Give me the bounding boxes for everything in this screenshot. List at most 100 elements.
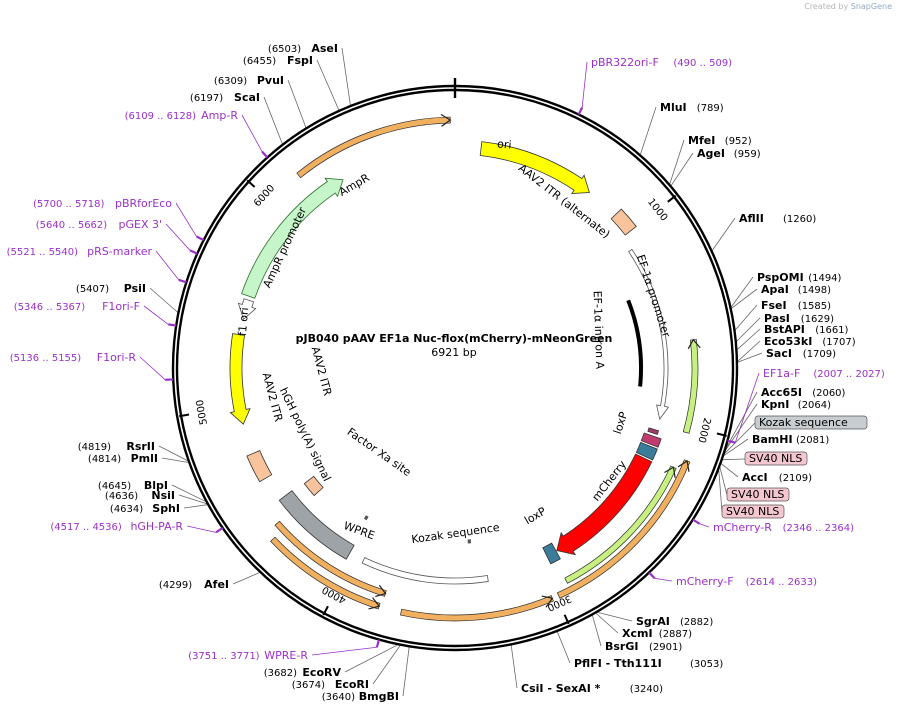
boxed-feature-label[interactable]: SV40 NLS <box>726 487 790 502</box>
restriction-site-sgrai[interactable]: SgrAI(2882) <box>636 615 713 628</box>
restriction-site-rsrii[interactable]: RsrII(4819) <box>78 440 155 453</box>
label-box <box>726 487 790 502</box>
box-text: SV40 NLS <box>731 488 784 501</box>
primer-mark <box>189 249 198 255</box>
site-name: ScaI <box>234 91 260 104</box>
site-leader-line <box>720 462 739 478</box>
loxp-2-label: loxP <box>522 505 548 528</box>
restriction-site-ecori[interactable]: EcoRI (3674) <box>292 678 369 691</box>
box-leader-line <box>723 422 756 456</box>
site-leader-line <box>178 494 209 505</box>
primer-mark <box>648 571 656 580</box>
ori-arrow <box>479 141 590 194</box>
primer-f1ori-f[interactable]: F1ori-F(5346 .. 5367) <box>14 300 140 313</box>
primer-mark <box>577 106 584 116</box>
boxed-feature-label[interactable]: SV40 NLS <box>721 504 785 519</box>
mcherry-arrow <box>556 453 653 556</box>
restriction-site-bsrgi[interactable]: BsrGI(2901) <box>605 640 682 653</box>
primer-pbr322ori-f[interactable]: pBR322ori-F(490 .. 509) <box>591 56 732 69</box>
restriction-site-afei[interactable]: AfeI(4299) <box>159 578 229 591</box>
restriction-site-pspomi[interactable]: PspOMI(1494) <box>757 271 842 284</box>
primer-prs-marker[interactable]: pRS-marker(5521 .. 5540) <box>7 245 153 258</box>
primer-f1ori-r[interactable]: F1ori-R(5136 .. 5155) <box>10 351 137 364</box>
site-leader-line <box>287 79 307 129</box>
restriction-site-bmgbi[interactable]: BmgBI(3640) <box>322 690 399 703</box>
restriction-site-pmli[interactable]: PmlI(4814) <box>88 452 158 465</box>
site-position: (5407) <box>76 284 109 295</box>
primer-mcherry-r[interactable]: mCherry-R(2346 .. 2364) <box>713 521 854 534</box>
site-leader-line <box>316 59 340 112</box>
restriction-site-fspi[interactable]: FspI(6455) <box>243 54 313 67</box>
primer-range: (6109 .. 6128) <box>125 111 197 122</box>
restriction-site-scai[interactable]: ScaI(6197) <box>190 91 260 104</box>
primer-range: (5640 .. 5662) <box>36 220 108 231</box>
primer-range: (5521 .. 5540) <box>7 247 79 258</box>
restriction-site-eco53ki[interactable]: Eco53kI(1707) <box>764 335 856 348</box>
restriction-site-fsei[interactable]: FseI(1585) <box>761 299 831 312</box>
primer-pbrforeco[interactable]: pBRforEco(5700 .. 5718) <box>33 197 172 210</box>
restriction-site-acc65i[interactable]: Acc65I(2060) <box>761 386 846 399</box>
hgh-polya-label: hGH poly(A) signal <box>277 385 334 483</box>
restriction-site-pasi[interactable]: PasI(1629) <box>764 312 834 325</box>
primer-mark <box>261 150 269 159</box>
restriction-site-apai[interactable]: ApaI(1498) <box>761 283 831 296</box>
restriction-site-ecorv[interactable]: EcoRV(3682) <box>264 666 342 679</box>
restriction-site-agei[interactable]: AgeI(959) <box>697 147 761 160</box>
label-box <box>721 504 785 519</box>
site-name: ApaI <box>761 283 789 296</box>
primer-range: (5700 .. 5718) <box>33 199 105 210</box>
restriction-site-aflii[interactable]: AflII(1260) <box>739 212 816 225</box>
primer-wpre-r[interactable]: WPRE-R(3751 .. 3771) <box>188 649 308 662</box>
map-labels: 100020003000400050006000AseI(6503)FspI(6… <box>7 42 885 703</box>
site-name: SphI <box>152 502 180 515</box>
restriction-site-sphi[interactable]: SphI (4634) <box>110 502 180 515</box>
restriction-site-xcmi[interactable]: XcmI(2887) <box>622 627 692 640</box>
restriction-site-bamhi[interactable]: BamHI(2081) <box>752 433 829 446</box>
restriction-site-bstapi[interactable]: BstAPI(1661) <box>764 323 849 336</box>
primer-range: (2346 .. 2364) <box>783 523 855 534</box>
loxp-2-box <box>542 542 561 565</box>
site-position: (4634) <box>110 504 143 515</box>
created-by-snapgene: Created by SnapGene <box>804 2 892 11</box>
boxed-feature-label[interactable]: SV40 NLS <box>744 451 808 466</box>
tick-label: 5000 <box>195 399 210 426</box>
restriction-site-pflfi-tth111i[interactable]: PflFI - Tth111I(3053) <box>574 657 723 670</box>
restriction-site-blpi[interactable]: BlpI(4645) <box>98 479 168 492</box>
primer-pgex-3-[interactable]: pGEX 3'(5640 .. 5662) <box>36 218 162 231</box>
restriction-site-csii-sexai-[interactable]: CsiI - SexAI *(3240) <box>521 682 663 695</box>
restriction-site-psii[interactable]: PsiI(5407) <box>76 282 146 295</box>
primer-name: F1ori-F <box>102 300 140 313</box>
site-name: EcoRI <box>335 678 369 691</box>
box-leader-line <box>721 458 746 461</box>
restriction-site-acci[interactable]: AccI(2109) <box>742 471 812 484</box>
site-leader-line <box>344 643 399 673</box>
primer-leader-line <box>241 114 263 152</box>
site-name: AccI <box>742 471 768 484</box>
primer-leader-line <box>139 356 166 381</box>
site-leader-line <box>722 438 749 457</box>
restriction-site-nsii[interactable]: NsiI(4636) <box>105 489 175 502</box>
sv40-nls-marker <box>640 432 662 448</box>
primer-mark <box>727 439 736 444</box>
primer-leader-line <box>175 202 197 237</box>
restriction-site-pvui[interactable]: PvuI(6309) <box>214 74 284 87</box>
mneon-upper-band <box>682 338 699 434</box>
primer-amp-r[interactable]: Amp-R(6109 .. 6128) <box>125 109 239 122</box>
primer-mcherry-f[interactable]: mCherry-F(2614 .. 2633) <box>676 575 817 588</box>
primer-hgh-pa-r[interactable]: hGH-PA-R(4517 .. 4536) <box>50 520 183 533</box>
ampr-arrow <box>241 177 344 299</box>
restriction-site-asei[interactable]: AseI(6503) <box>268 42 338 55</box>
site-position: (3240) <box>630 684 663 695</box>
restriction-site-saci[interactable]: SacI(1709) <box>766 347 836 360</box>
restriction-site-mlui[interactable]: MluI(789) <box>660 101 724 114</box>
loxp-1-box <box>635 441 658 461</box>
site-position: (3674) <box>292 680 325 691</box>
restriction-site-kpni[interactable]: KpnI(2064) <box>761 398 831 411</box>
primer-mark <box>692 518 701 525</box>
boxed-feature-label[interactable]: Kozak sequence <box>754 415 868 430</box>
box-leader-line <box>719 465 728 496</box>
primer-range: (2614 .. 2633) <box>746 577 818 588</box>
site-position: (1709) <box>803 349 836 360</box>
primer-ef1a-f[interactable]: EF1a-F(2007 .. 2027) <box>763 367 885 380</box>
restriction-site-mfei[interactable]: MfeI(952) <box>688 134 752 147</box>
